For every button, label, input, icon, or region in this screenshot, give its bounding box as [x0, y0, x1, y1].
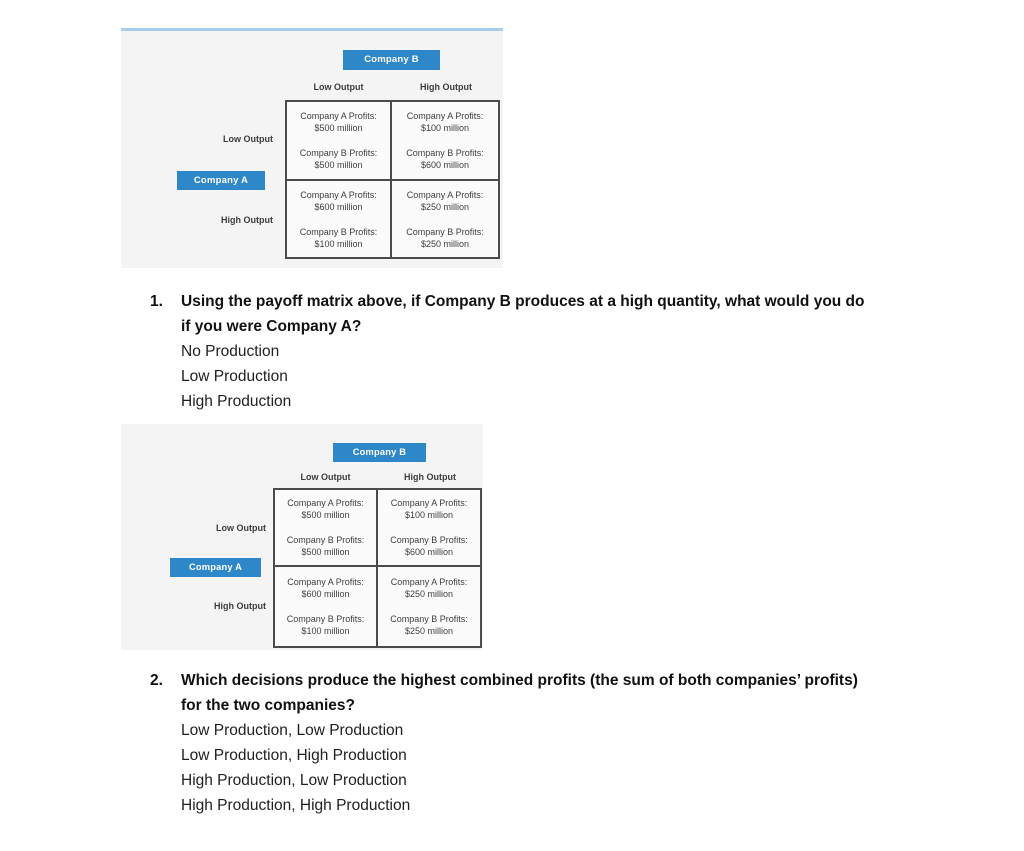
column-header-high-output: High Output [420, 82, 472, 92]
cell-pair-b: Company B Profits: $600 million [406, 148, 484, 170]
cell-pair-a: Company A Profits: $600 million [287, 577, 364, 599]
cell-pair-b: Company B Profits: $500 million [299, 148, 378, 170]
payoff-cell-low-high: Company A Profits: $100 million Company … [378, 490, 480, 567]
payoff-matrix-figure-1: Company B Low Output High Output Low Out… [121, 28, 503, 268]
cell-pair-a: Company A Profits: $250 million [390, 577, 468, 599]
question-body: Which decisions produce the highest comb… [181, 668, 951, 818]
cell-pair-b: Company B Profits: $100 million [299, 226, 378, 249]
payoff-cell-high-low: Company A Profits: $600 million Company … [287, 181, 392, 257]
question-text: Using the payoff matrix above, if Compan… [181, 293, 865, 310]
cell-pair-a: Company A Profits: $250 million [406, 189, 484, 212]
option-high-production: High Production [181, 393, 292, 410]
question-number: 2. [150, 672, 163, 689]
cell-pair-a: Company A Profits: $600 million [300, 189, 377, 212]
payoff-cell-low-low: Company A Profits: $500 million Company … [287, 102, 392, 181]
option-high-high: High Production, High Production [181, 797, 411, 814]
question-text: Which decisions produce the highest comb… [181, 672, 858, 689]
cell-pair-a: Company A Profits: $100 million [406, 111, 484, 133]
cell-pair-b: Company B Profits: $250 million [390, 614, 468, 636]
question-text: if you were Company A? [181, 318, 362, 335]
row-label-low-output: Low Output [223, 134, 273, 144]
payoff-cell-low-low: Company A Profits: $500 million Company … [275, 490, 378, 567]
row-label-high-output: High Output [214, 601, 266, 611]
company-b-header: Company B [343, 50, 440, 70]
payoff-cell-high-high: Company A Profits: $250 million Company … [378, 567, 480, 646]
payoff-cell-low-high: Company A Profits: $100 million Company … [392, 102, 498, 181]
cell-pair-b: Company B Profits: $100 million [286, 614, 365, 636]
column-header-low-output: Low Output [300, 472, 351, 482]
payoff-table: Company A Profits: $500 million Company … [285, 100, 500, 259]
option-low-production: Low Production [181, 368, 288, 385]
column-headers: Low Output High Output [273, 472, 482, 482]
column-headers: Low Output High Output [285, 82, 500, 92]
question-number: 1. [150, 293, 163, 310]
column-header-high-output: High Output [404, 472, 456, 482]
question-1: 1. Using the payoff matrix above, if Com… [150, 289, 951, 414]
question-text: for the two companies? [181, 697, 355, 714]
company-a-header: Company A [170, 558, 261, 577]
cell-pair-b: Company B Profits: $500 million [286, 535, 365, 557]
cell-pair-b: Company B Profits: $250 million [406, 226, 484, 249]
question-2: 2. Which decisions produce the highest c… [150, 668, 951, 818]
option-high-low: High Production, Low Production [181, 772, 407, 789]
payoff-table: Company A Profits: $500 million Company … [273, 488, 482, 648]
question-body: Using the payoff matrix above, if Compan… [181, 289, 951, 414]
row-label-high-output: High Output [221, 215, 273, 225]
payoff-cell-high-high: Company A Profits: $250 million Company … [392, 181, 498, 257]
payoff-cell-high-low: Company A Profits: $600 million Company … [275, 567, 378, 646]
column-header-low-output: Low Output [313, 82, 364, 92]
cell-pair-a: Company A Profits: $500 million [287, 498, 364, 520]
row-label-low-output: Low Output [216, 523, 266, 533]
company-b-header: Company B [333, 443, 426, 462]
cell-pair-b: Company B Profits: $600 million [390, 535, 468, 557]
option-no-production: No Production [181, 343, 280, 360]
payoff-matrix-figure-2: Company B Low Output High Output Low Out… [121, 424, 483, 650]
option-low-high: Low Production, High Production [181, 747, 407, 764]
cell-pair-a: Company A Profits: $500 million [300, 111, 377, 133]
cell-pair-a: Company A Profits: $100 million [390, 498, 468, 520]
company-a-header: Company A [177, 171, 265, 190]
option-low-low: Low Production, Low Production [181, 722, 404, 739]
